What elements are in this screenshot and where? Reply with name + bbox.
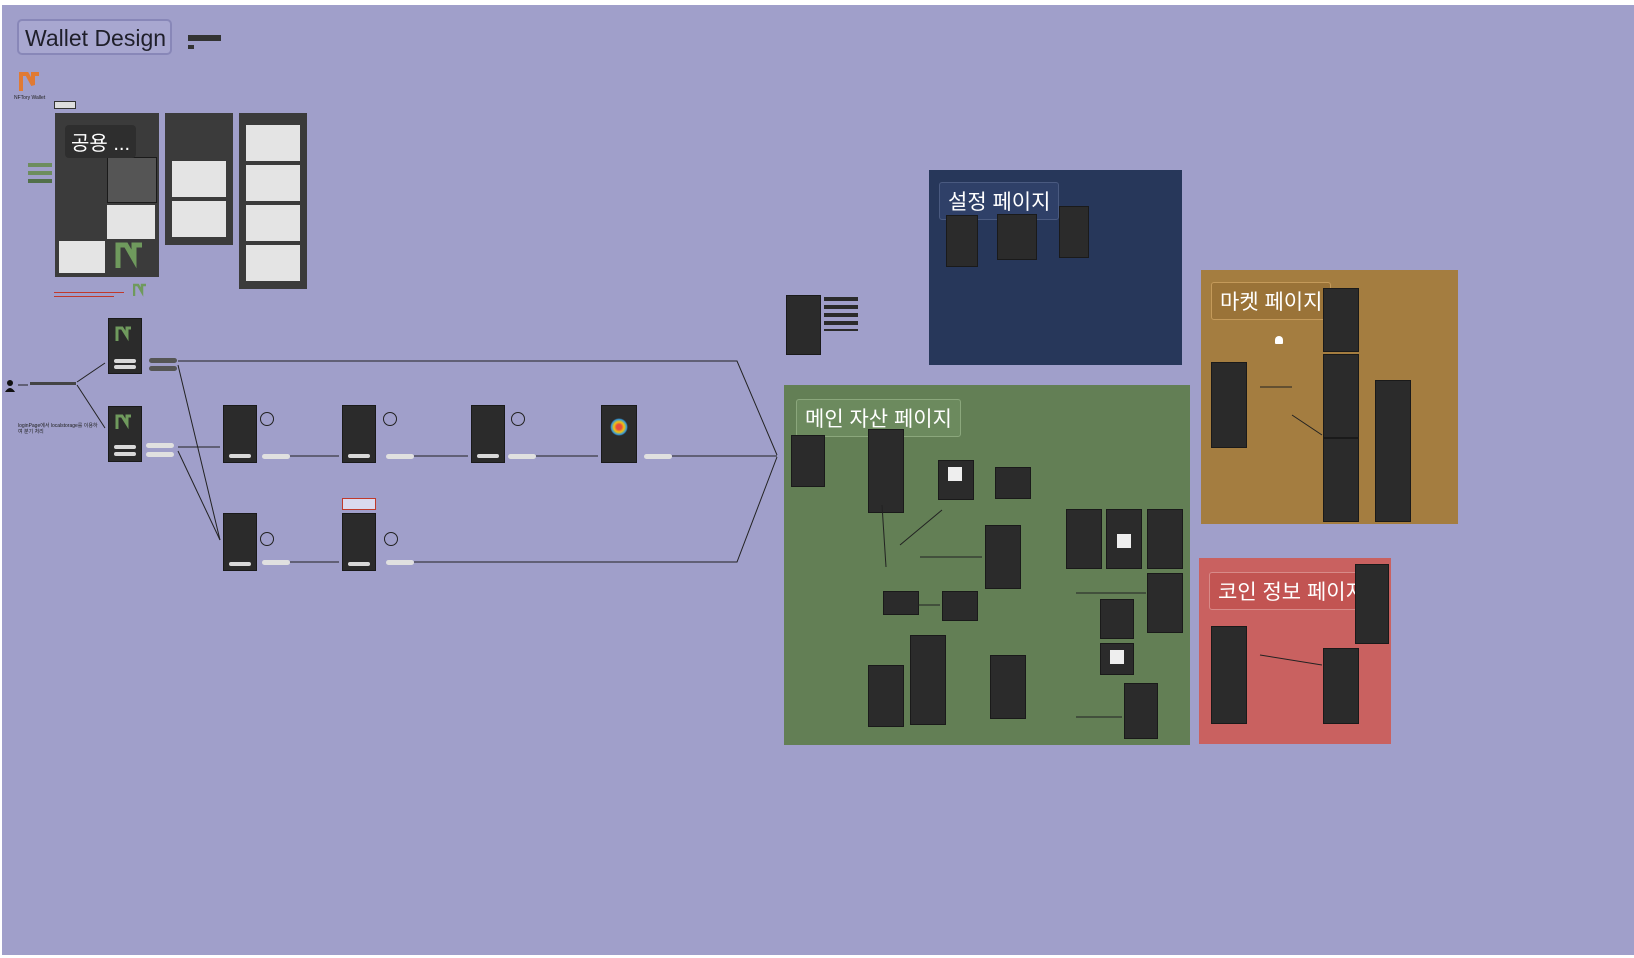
title-toolbar-dot	[188, 45, 194, 49]
nftory-logo	[19, 71, 41, 93]
flow-pill	[386, 560, 414, 565]
main-asset-screen[interactable]	[868, 429, 904, 513]
transfer-screen[interactable]	[942, 591, 978, 621]
flow-pill	[149, 358, 177, 363]
settings-list-screen[interactable]	[997, 214, 1037, 260]
coin-info-section[interactable]: 코인 정보 페이지	[1199, 558, 1391, 744]
title-toolbar	[188, 35, 221, 41]
login-screen-2[interactable]	[108, 406, 142, 462]
nftory-logo	[115, 413, 133, 431]
common-card	[246, 245, 300, 281]
settings-screen[interactable]	[946, 215, 978, 267]
market-screen[interactable]	[1211, 362, 1247, 448]
common-card	[59, 241, 105, 273]
login-button[interactable]	[114, 359, 136, 363]
flow-circle	[384, 532, 398, 546]
flow-pill	[262, 454, 290, 459]
flow-circle	[260, 532, 274, 546]
send-screen[interactable]	[995, 467, 1031, 499]
flow-connectors	[18, 360, 1323, 718]
swap-screen[interactable]	[883, 591, 919, 615]
market-section[interactable]: 마켓 페이지	[1201, 270, 1458, 524]
coin-info-section-label[interactable]: 코인 정보 페이지	[1209, 572, 1374, 610]
warning-note	[54, 291, 134, 299]
common-card	[246, 165, 300, 201]
common-card	[172, 201, 226, 237]
board-title[interactable]: Wallet Design	[17, 19, 172, 55]
login-note: loginPage에서 localstorage를 이용하여 분기 처리	[18, 423, 98, 435]
user-icon	[5, 379, 15, 392]
settings-section[interactable]: 설정 페이지	[929, 170, 1182, 365]
nftory-logo-green	[115, 241, 145, 271]
market-detail-screen[interactable]	[1323, 288, 1359, 352]
flow-circle	[511, 412, 525, 426]
coin-chart-screen[interactable]	[1355, 564, 1389, 644]
common-frame-2	[165, 113, 233, 245]
common-frame-3	[239, 113, 307, 289]
nft-detail-screen[interactable]	[990, 655, 1026, 719]
flow-pill	[146, 452, 174, 457]
home-preview-screen[interactable]	[786, 295, 821, 355]
login-button[interactable]	[114, 445, 136, 449]
nftory-logo-small	[132, 283, 147, 297]
flow-pill	[149, 366, 177, 371]
settings-detail-screen[interactable]	[1059, 206, 1089, 258]
market-list-screen[interactable]	[1323, 354, 1359, 438]
exchange-screen-b[interactable]	[1106, 509, 1142, 569]
history-screen[interactable]	[1147, 573, 1183, 633]
flow-pill	[262, 560, 290, 565]
login-button[interactable]	[114, 365, 136, 369]
market-section-label[interactable]: 마켓 페이지	[1211, 282, 1332, 320]
flow-pill	[508, 454, 536, 459]
common-card	[246, 125, 300, 161]
nftory-logo	[115, 325, 133, 343]
common-card	[172, 161, 226, 197]
exchange-screen-c[interactable]	[1147, 509, 1183, 569]
flow-pill	[644, 454, 672, 459]
tag-green	[28, 163, 52, 167]
tag-green	[28, 179, 52, 183]
exchange-screen-a[interactable]	[1066, 509, 1102, 569]
main-assets-section[interactable]: 메인 자산 페이지	[784, 385, 1190, 745]
qr-screen[interactable]	[1100, 643, 1134, 675]
password-screen[interactable]	[342, 513, 376, 571]
highlight-box	[342, 498, 376, 510]
common-section-label[interactable]: 공용 ...	[65, 125, 137, 158]
confirm-mnemonic-screen[interactable]	[471, 405, 505, 463]
entry-note	[30, 382, 76, 385]
confetti-icon	[610, 418, 628, 436]
nft-list-screen[interactable]	[868, 665, 904, 727]
address-screen[interactable]	[1100, 599, 1134, 639]
mnemonic-screen[interactable]	[342, 405, 376, 463]
token-screen[interactable]	[985, 525, 1021, 589]
flow-pill	[146, 443, 174, 448]
login-screen-1[interactable]	[108, 318, 142, 374]
tag-green	[28, 171, 52, 175]
bell-icon	[1275, 336, 1283, 344]
flow-pill	[386, 454, 414, 459]
import-wallet-screen[interactable]	[223, 513, 257, 571]
confirm-screen[interactable]	[1124, 683, 1158, 739]
side-note	[824, 297, 858, 331]
market-nft-screen[interactable]	[1323, 438, 1359, 522]
create-wallet-screen[interactable]	[223, 405, 257, 463]
design-canvas[interactable]: Wallet Design NFTory Wallet 공용 ...	[2, 5, 1634, 955]
logo-caption: NFTory Wallet	[14, 95, 46, 101]
main-wallet-screen[interactable]	[791, 435, 825, 487]
common-card	[107, 205, 155, 239]
coin-list-screen[interactable]	[1211, 626, 1247, 724]
flow-circle	[383, 412, 397, 426]
coin-detail-screen[interactable]	[1323, 648, 1359, 724]
complete-screen[interactable]	[601, 405, 637, 463]
logo-tag	[54, 101, 76, 109]
flow-circle	[260, 412, 274, 426]
qr-receive-screen[interactable]	[938, 460, 974, 500]
login-button[interactable]	[114, 452, 136, 456]
common-card	[246, 205, 300, 241]
nft-grid-screen[interactable]	[910, 635, 946, 725]
market-item-screen[interactable]	[1375, 380, 1411, 522]
